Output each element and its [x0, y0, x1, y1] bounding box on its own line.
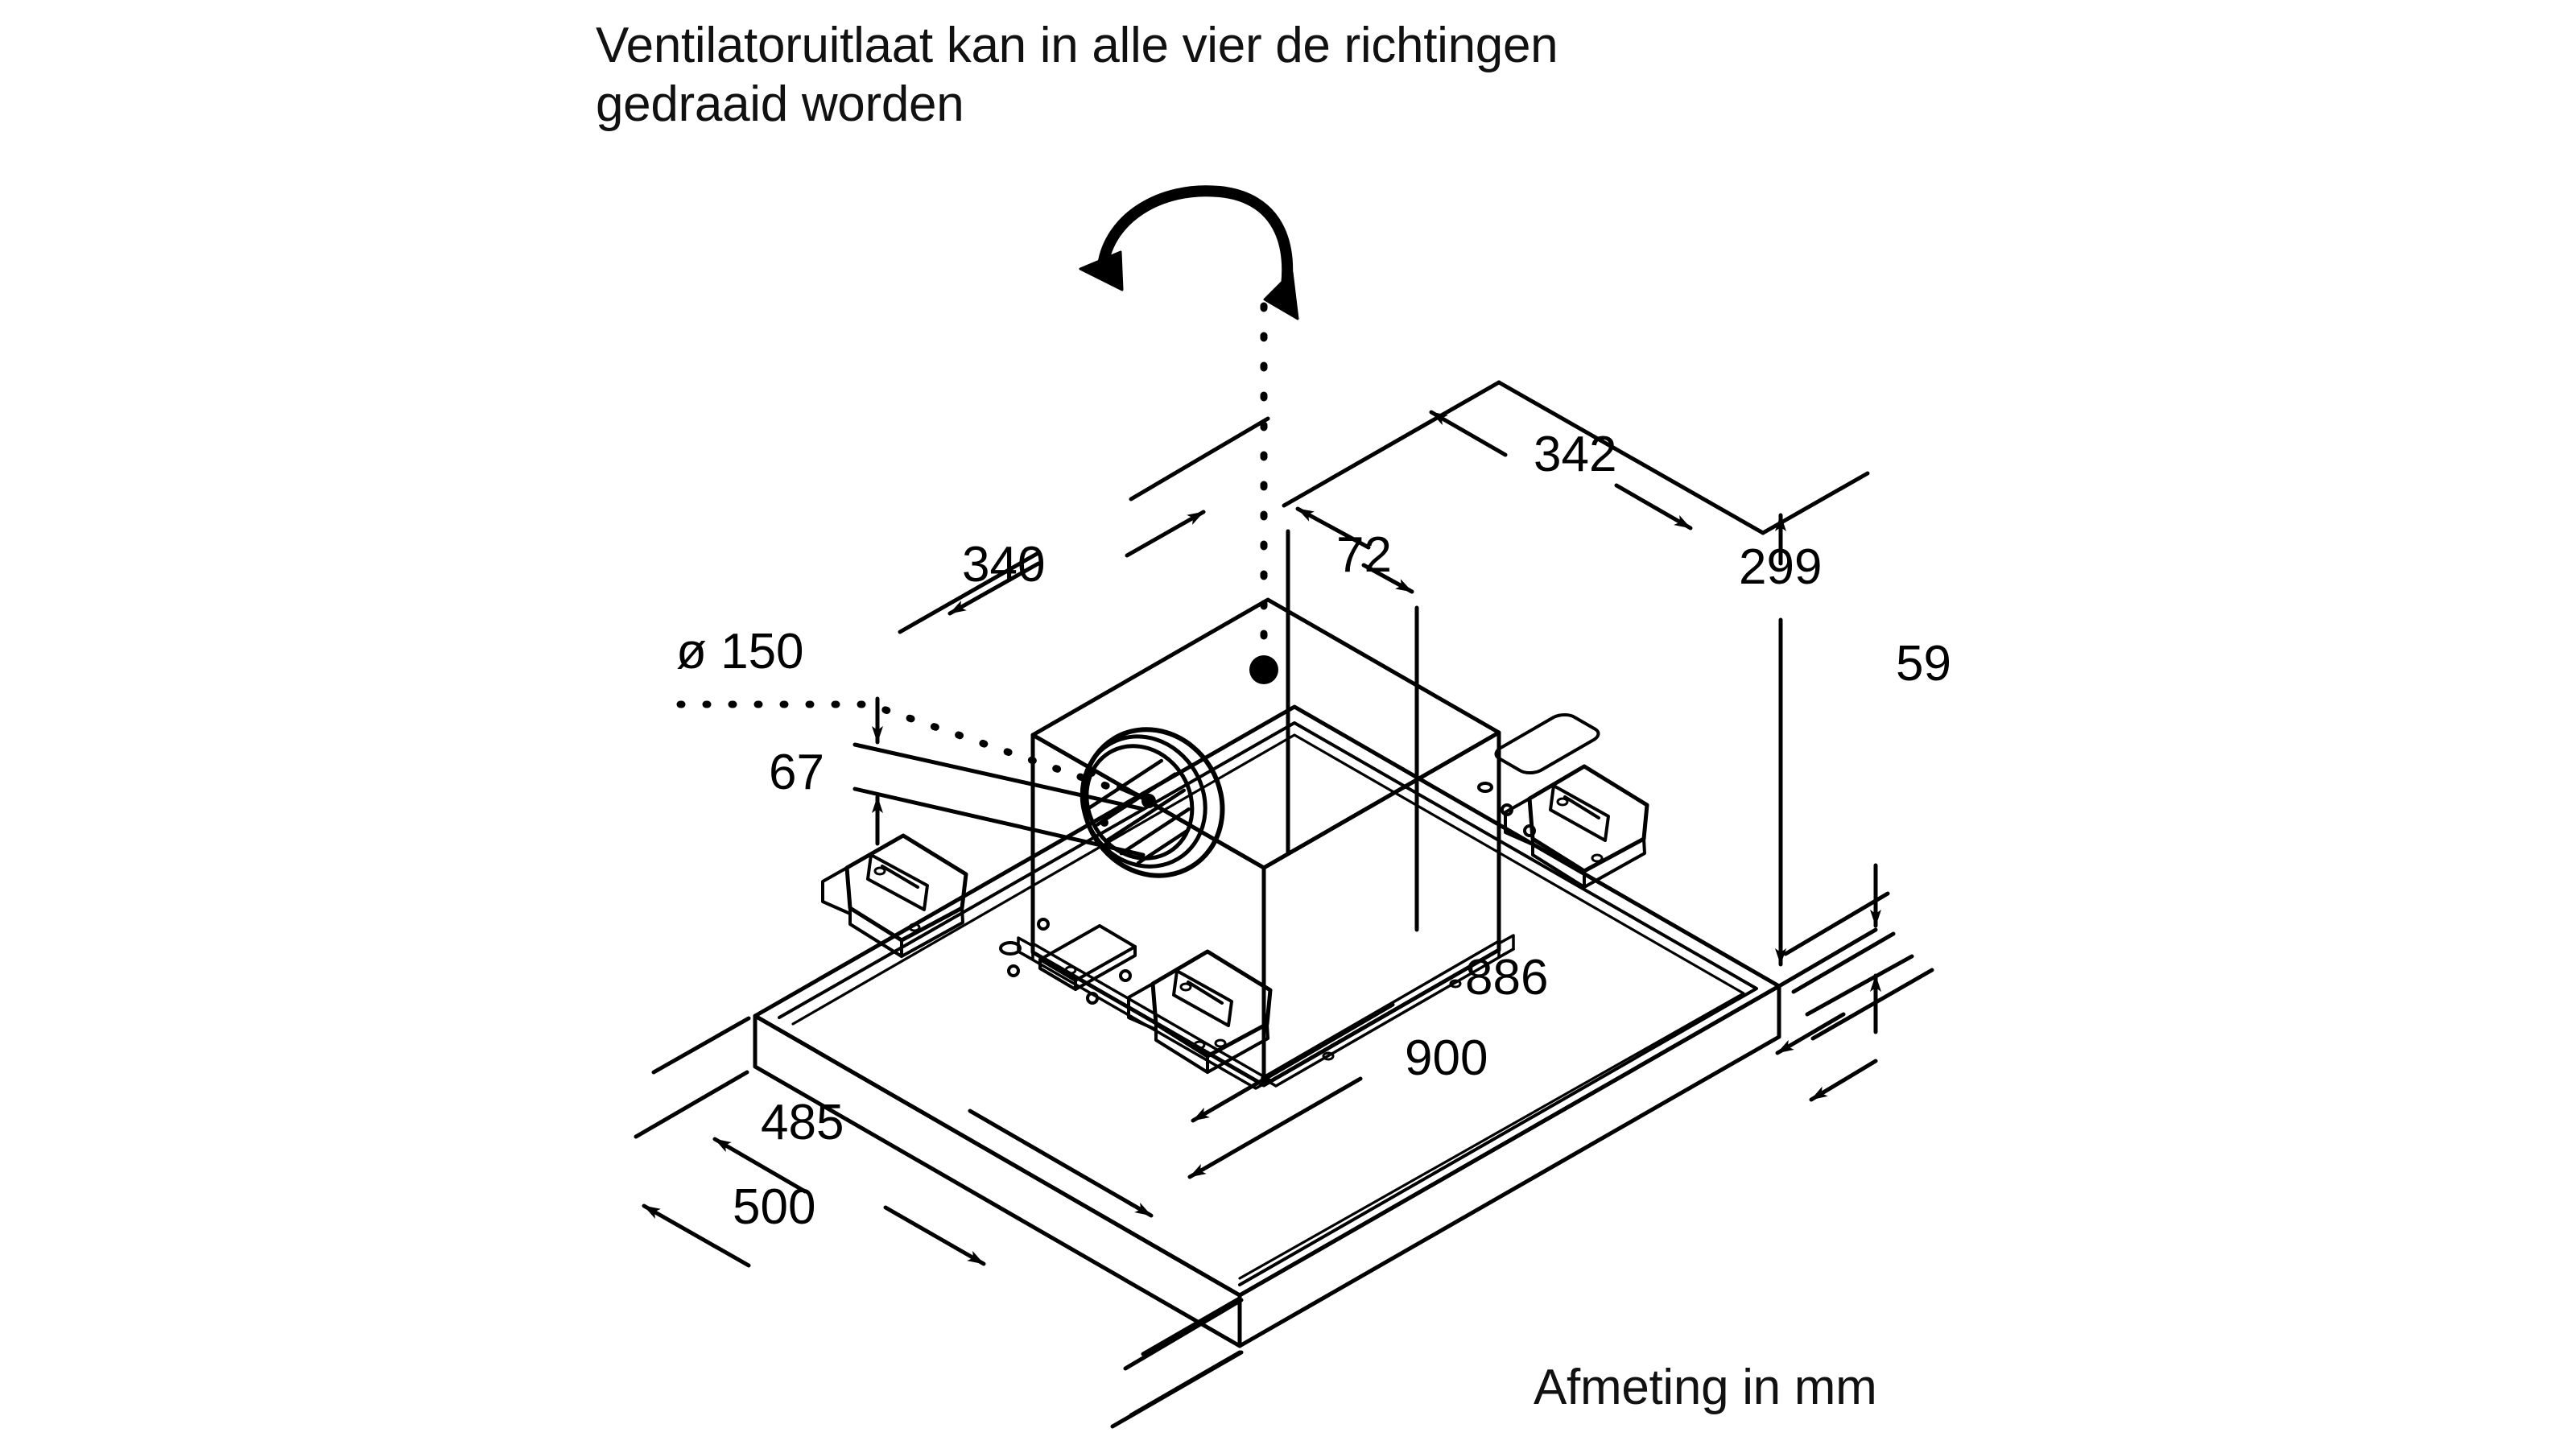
- dimension-label-342: 342: [1534, 427, 1616, 482]
- dimension-900: [1110, 968, 1934, 1429]
- dimension-500: [634, 1070, 1242, 1418]
- dimension-342: [1282, 380, 1765, 535]
- dimension-label-72: 72: [1336, 527, 1392, 583]
- page-title: Ventilatoruitlaat kan in alle vier de ri…: [596, 18, 1558, 133]
- dimension-340: [898, 416, 1270, 634]
- hood-top-details: [999, 713, 1600, 1005]
- dimension-label-59: 59: [1896, 636, 1951, 691]
- dimension-72: [1286, 506, 1419, 932]
- dimension-label-485: 485: [761, 1095, 844, 1150]
- mounting-bracket-rear-right: [1504, 764, 1649, 889]
- rotation-axis: [1249, 302, 1278, 684]
- dimension-label-dia150: ø 150: [676, 624, 804, 679]
- rotation-arrow-icon: [1079, 185, 1299, 320]
- dimension-label-500: 500: [733, 1179, 815, 1235]
- unit-caption: Afmeting in mm: [1534, 1360, 1877, 1415]
- dimension-label-886: 886: [1465, 950, 1548, 1005]
- dimension-label-67: 67: [769, 745, 824, 800]
- dimension-59: [1783, 863, 1914, 1034]
- dimension-886: [1123, 931, 1896, 1371]
- dimension-label-340: 340: [962, 537, 1045, 592]
- dimension-67: [852, 696, 1146, 857]
- mounting-bracket-rear-left: [821, 833, 968, 958]
- duct-outlet: [1080, 727, 1225, 878]
- dimension-299: [1761, 471, 1878, 989]
- mounting-bracket-front-centre: [1127, 949, 1273, 1074]
- dimension-label-299: 299: [1739, 539, 1822, 595]
- dimension-label-900: 900: [1405, 1030, 1488, 1086]
- dimension-485: [651, 1016, 1241, 1356]
- dimension-labels: ø 150 340 72 342 299 59 67 886 900 485 5…: [676, 427, 1951, 1235]
